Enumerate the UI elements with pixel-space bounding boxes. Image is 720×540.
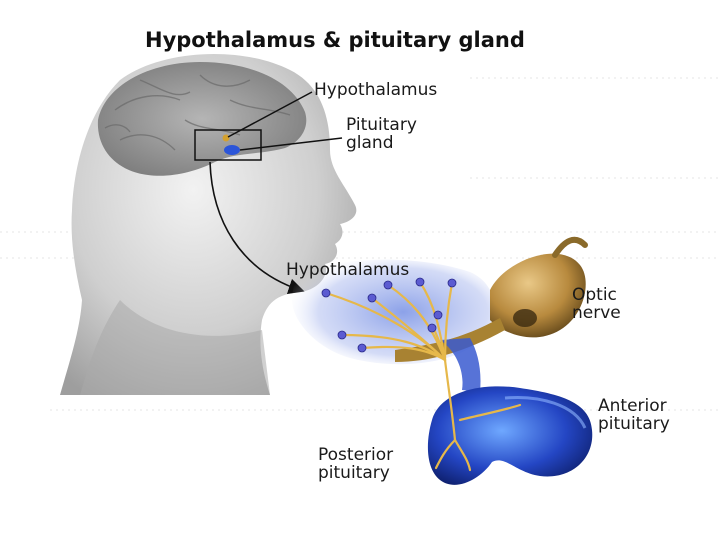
- label-hypothalamus-detail: Hypothalamus: [286, 260, 410, 280]
- zoom-arrow: [209, 161, 305, 295]
- label-hypothalamus-top: Hypothalamus: [314, 80, 438, 100]
- neuron-cell-bodies: [321, 277, 457, 353]
- pituitary-gland-shape: [427, 338, 593, 485]
- label-anterior-pituitary: Anterior pituitary: [598, 396, 670, 434]
- neuron-axons: [324, 280, 522, 472]
- pituitary-marker: [224, 145, 240, 155]
- label-pituitary-gland: Pituitary gland: [346, 115, 417, 153]
- brain: [97, 62, 307, 176]
- label-posterior-pituitary: Posterior pituitary: [318, 445, 394, 483]
- highlight-box: [194, 129, 262, 161]
- neck-shadow: [80, 300, 270, 395]
- label-optic-nerve: Optic nerve: [572, 285, 621, 323]
- pointer-line-hypothalamus: [227, 91, 313, 138]
- pointer-line-pituitary: [239, 137, 343, 151]
- diagram-title: Hypothalamus & pituitary gland: [145, 28, 525, 52]
- hypothalamus-marker: [222, 134, 230, 142]
